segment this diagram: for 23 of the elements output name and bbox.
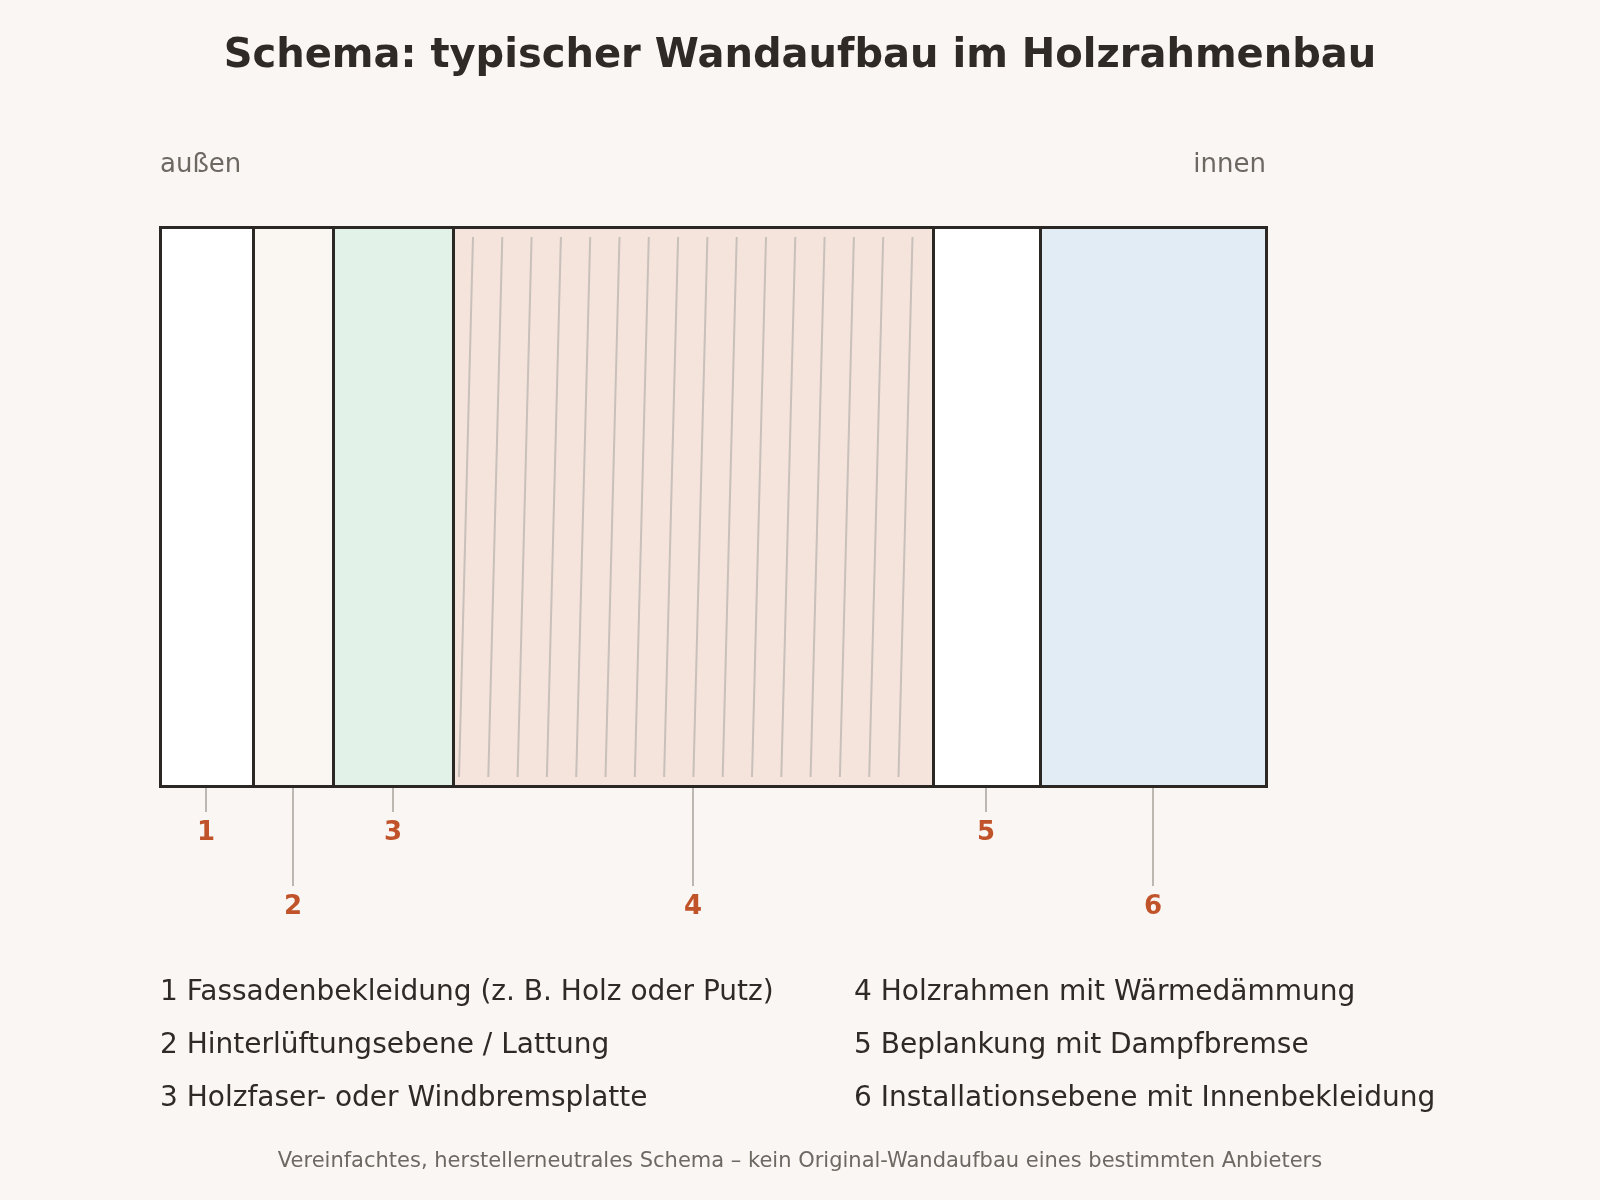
leader-line — [985, 786, 987, 813]
leader-line — [205, 786, 207, 813]
callout-number: 3 — [378, 816, 408, 846]
leader-line — [692, 786, 694, 887]
callout-number: 1 — [191, 816, 221, 846]
legend-text: 4 Holzrahmen mit Wärmedämmung — [854, 974, 1356, 1007]
leader-line — [292, 786, 294, 887]
callout-number: 5 — [971, 816, 1001, 846]
legend-text: 1 Fassadenbekleidung (z. B. Holz oder Putz) — [160, 974, 774, 1007]
legend-text: 5 Beplankung mit Dampfbremse — [854, 1027, 1309, 1060]
caption: Vereinfachtes, herstellerneutrales Schema – kein Original-Wandaufbau eines bestimmten Anbieters — [276, 1148, 1324, 1172]
legend-text: 2 Hinterlüftungsebene / Lattung — [160, 1027, 610, 1060]
leader-line — [392, 786, 394, 813]
inside-label: innen — [1193, 148, 1266, 178]
legend-text: 3 Holzfaser- oder Windbremsplatte — [160, 1080, 648, 1113]
outside-label: außen — [160, 148, 242, 178]
callout-number: 2 — [278, 890, 308, 920]
title: Schema: typischer Wandaufbau im Holzrahmenbau — [222, 30, 1378, 76]
legend-text: 6 Installationsebene mit Innenbekleidung — [854, 1080, 1436, 1113]
leader-line — [1152, 786, 1154, 887]
callout-number: 6 — [1138, 890, 1168, 920]
wall-layer — [158, 225, 255, 788]
callout-number: 4 — [678, 890, 708, 920]
